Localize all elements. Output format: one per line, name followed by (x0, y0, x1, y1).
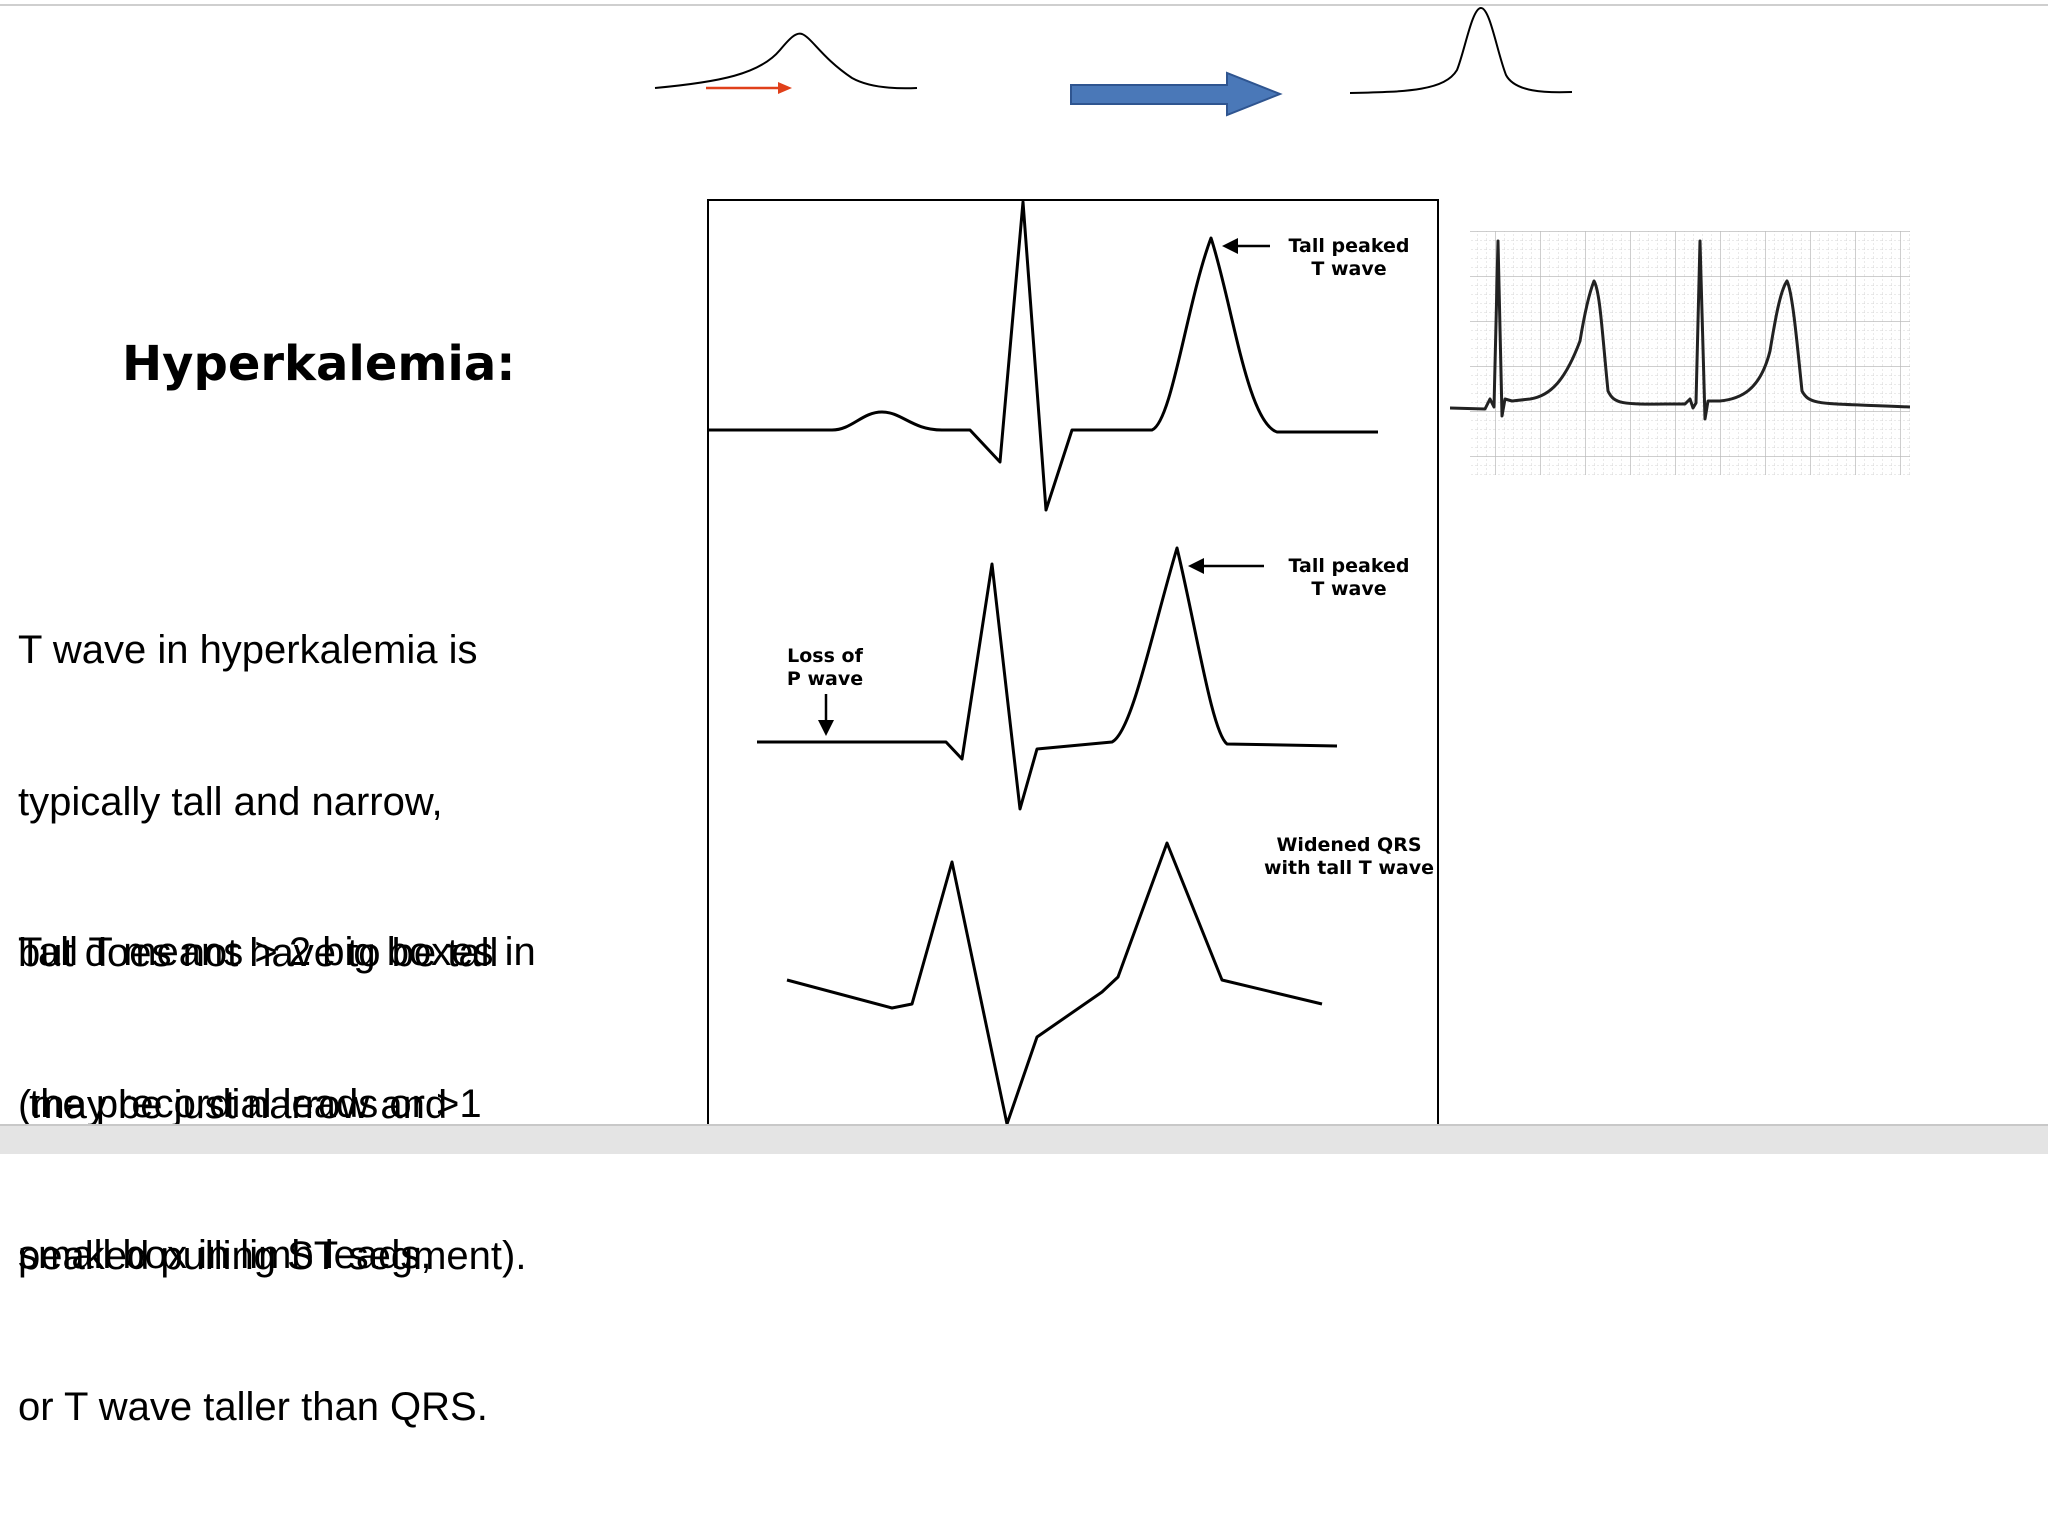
peaked-t-wave-curve (1349, 6, 1573, 94)
ecg-strip-image (1450, 231, 1910, 475)
t-wave-transformation (654, 6, 1573, 117)
loss-of-p-wave-label: Loss of P wave (786, 645, 864, 690)
red-arrow-icon (706, 82, 792, 94)
slide-title: Hyperkalemia: (122, 336, 516, 392)
left-arrow-icon (1222, 238, 1270, 254)
top-border (0, 4, 2048, 6)
ecg-traces (709, 201, 1378, 1126)
paragraph-line: small box in limb leads, (18, 1233, 432, 1277)
ecg-trace-widened-qrs (786, 841, 1323, 1126)
left-arrow-icon (1188, 558, 1264, 574)
tall-peaked-t-wave-label: Tall peaked T wave (1288, 235, 1410, 280)
paragraph-line: the precordial leads or >1 (18, 1081, 482, 1126)
widened-qrs-label: Widened QRS with tall T wave (1263, 834, 1435, 879)
paragraph-line: Tall T means > 2 big boxes in (18, 930, 536, 974)
right-arrow-icon (1070, 71, 1283, 117)
ecg-trace-loss-of-p-wave (757, 546, 1338, 811)
criteria-paragraph: Tall T means > 2 big boxes in the precor… (18, 826, 536, 1533)
ecg-grid (1470, 231, 1910, 475)
tall-peaked-t-wave-label: Tall peaked T wave (1288, 555, 1410, 600)
paragraph-line: T wave in hyperkalemia is (18, 628, 478, 672)
paragraph-line: or T wave taller than QRS. (18, 1384, 488, 1429)
down-arrow-icon (818, 694, 834, 736)
paragraph-line: but does not have to be tall (18, 931, 499, 975)
ecg-strip-trace (1450, 239, 1910, 421)
ecg-trace-normal-with-peaked-t (709, 201, 1378, 512)
paragraph-line: (may be just narrow and (18, 1082, 448, 1127)
normal-t-wave-curve (654, 32, 918, 90)
slide: Hyperkalemia: T wave in hyperkalemia is … (0, 4, 2048, 1429)
paragraph-line: typically tall and narrow, (18, 779, 443, 824)
bottom-bar (0, 1124, 2048, 1154)
ecg-diagram-panel: Tall peaked T wave Tall peaked T wave Lo… (707, 199, 1439, 1129)
